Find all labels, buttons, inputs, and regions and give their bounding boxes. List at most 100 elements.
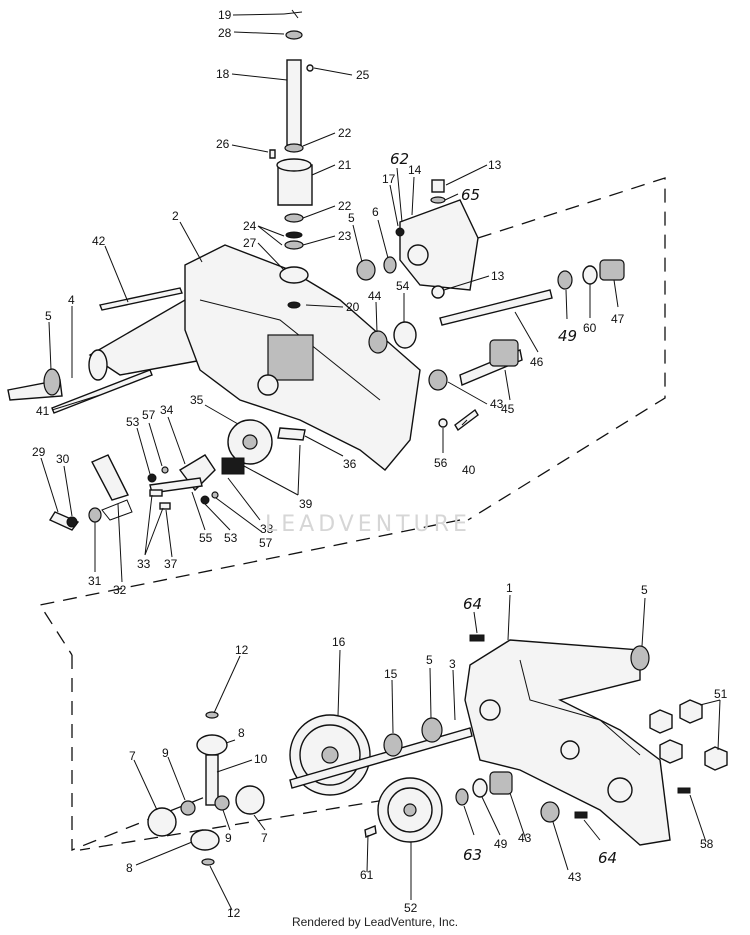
washer-28: [285, 30, 303, 40]
pin-37: [159, 502, 171, 510]
callout-20: 20: [346, 300, 360, 314]
bearing-5-right: [356, 259, 376, 281]
pin-58: [677, 787, 691, 794]
washer-60: [582, 265, 598, 285]
clip-19: [283, 9, 303, 19]
washer-9-left: [180, 800, 196, 816]
washer-9-right: [214, 795, 230, 811]
pad-39: [221, 457, 245, 475]
nut-53b: [200, 495, 210, 505]
gear-8-top: [196, 734, 228, 756]
callout-54: 54: [396, 279, 410, 293]
callout-9b: 9: [225, 831, 232, 845]
callout-43c: 43: [568, 870, 582, 884]
callout-65: 65: [461, 186, 480, 204]
washer-57b: [211, 491, 219, 499]
callout-44: 44: [368, 289, 382, 303]
callout-47: 47: [611, 312, 625, 326]
nut-53: [147, 473, 157, 483]
callout-40: 40: [462, 463, 476, 477]
lower-transaxle-assembly: [147, 634, 728, 866]
callout-33: 33: [137, 557, 151, 571]
callout-60: 60: [583, 321, 597, 335]
callout-3: 3: [449, 657, 456, 671]
shaft-46: [439, 289, 553, 326]
callout-17: 17: [382, 172, 396, 186]
callout-57a: 57: [142, 408, 156, 422]
callout-12a: 12: [235, 643, 249, 657]
callout-55: 55: [199, 531, 213, 545]
washer-49-lower: [472, 778, 488, 798]
washer-57: [161, 466, 169, 474]
callout-9a: 9: [162, 746, 169, 760]
callout-41: 41: [36, 404, 50, 418]
callout-46: 46: [530, 355, 544, 369]
gear-27: [279, 266, 309, 284]
screw-26: [269, 149, 276, 159]
bearing-5-housing: [630, 645, 650, 671]
callout-5d: 5: [426, 653, 433, 667]
callout-25: 25: [356, 68, 370, 82]
gear-8-bottom: [190, 829, 220, 851]
callout-62: 62: [390, 150, 409, 168]
group-boundary-lower: [71, 655, 386, 851]
shaft-10: [205, 754, 219, 806]
brake-pad-36: [277, 427, 306, 441]
callout-31: 31: [88, 574, 102, 588]
callout-22a: 22: [338, 126, 352, 140]
callout-30: 30: [56, 452, 70, 466]
callout-6: 6: [372, 205, 379, 219]
leader-lines: [40, 13, 721, 911]
callout-24: 24: [243, 219, 257, 233]
callout-57b: 57: [259, 536, 273, 550]
nut-51-d: [704, 746, 728, 771]
callout-49b: 49: [494, 837, 508, 851]
callout-49a: 49: [558, 327, 577, 345]
callout-14: 14: [408, 163, 422, 177]
callout-27: 27: [243, 236, 257, 250]
callout-34: 34: [160, 403, 174, 417]
callout-2: 2: [172, 209, 179, 223]
callout-63: 63: [463, 846, 482, 864]
nut-30: [66, 516, 78, 528]
group-boundary-upper: [38, 177, 666, 656]
footer-credit: Rendered by LeadVenture, Inc.: [291, 915, 459, 929]
nut-13-top: [431, 179, 445, 193]
bearing-43-upper: [428, 369, 448, 391]
callout-53b: 53: [224, 531, 238, 545]
callout-64a: 64: [463, 595, 482, 613]
callout-45: 45: [501, 402, 515, 416]
nut-51-a: [649, 709, 673, 734]
bearing-5-left: [43, 368, 61, 396]
callout-5a: 5: [348, 211, 355, 225]
callout-labels: 19 28 18 25 26 22 21 62 14 13 17 65 2 22…: [32, 8, 728, 920]
callout-19: 19: [218, 8, 232, 22]
callout-32: 32: [113, 583, 127, 597]
callout-36: 36: [343, 457, 357, 471]
pin-33: [149, 489, 163, 497]
pin-61: [364, 825, 377, 838]
callout-43b: 43: [518, 831, 532, 845]
clip-12-top: [205, 711, 219, 719]
callout-26: 26: [216, 137, 230, 151]
callout-8b: 8: [126, 861, 133, 875]
bearing-43-lower-b: [540, 801, 560, 823]
callout-64b: 64: [598, 849, 617, 867]
callout-42: 42: [92, 234, 106, 248]
callout-22b: 22: [338, 199, 352, 213]
ball-25: [306, 64, 314, 72]
callout-7b: 7: [261, 831, 268, 845]
callout-23: 23: [338, 229, 352, 243]
nut-51-c: [659, 739, 683, 764]
key-64-lower: [574, 811, 588, 819]
callout-10: 10: [254, 752, 268, 766]
nut-51-b: [679, 699, 703, 724]
washer-6: [383, 256, 397, 274]
callout-52: 52: [404, 901, 418, 915]
callout-53a: 53: [126, 415, 140, 429]
callout-15: 15: [384, 667, 398, 681]
callout-5c: 5: [641, 583, 648, 597]
bracket-32: [91, 454, 129, 501]
bushing-22-bottom: [284, 213, 304, 223]
